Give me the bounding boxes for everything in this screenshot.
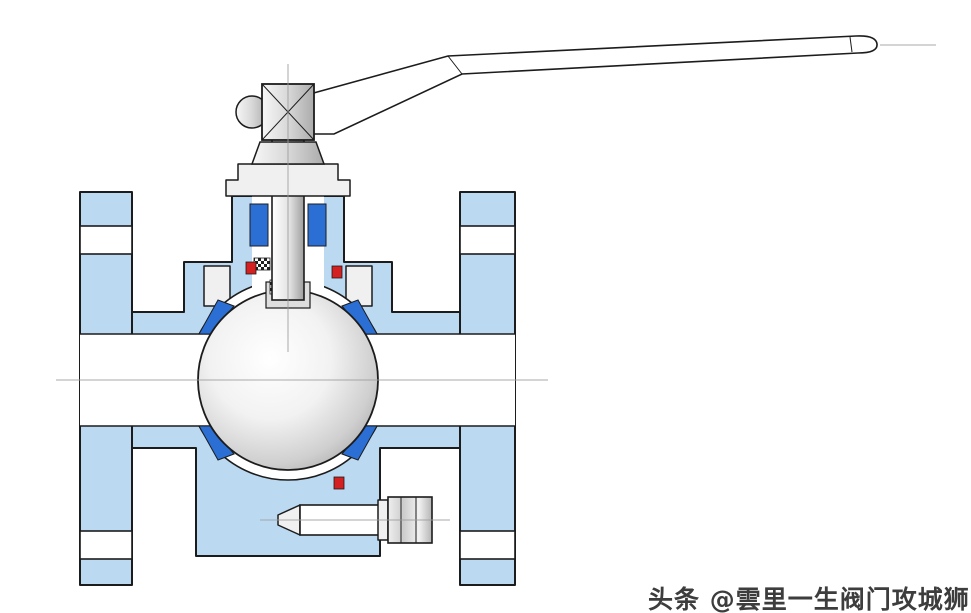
handle-bend-line — [447, 55, 463, 75]
centerlines — [56, 44, 936, 521]
body-seal-bottom — [333, 476, 345, 490]
packing-ring-left — [249, 203, 269, 247]
stem-seal-left — [245, 261, 257, 275]
seat-rings — [198, 299, 378, 461]
seat-left-top — [198, 299, 235, 335]
bonnet-stud-left — [203, 265, 231, 307]
right-flange-bolt-hole-bottom — [459, 530, 516, 560]
left-flange-bolt-hole-bottom — [79, 530, 133, 560]
lever-handle — [309, 35, 878, 135]
o-ring-seals — [245, 261, 345, 490]
bore-walls — [80, 333, 515, 427]
bonnet-stud-right — [345, 265, 373, 307]
seat-left-bottom — [198, 425, 235, 461]
watermark-text: 头条 @雲里一生阀门攻城狮 — [648, 585, 970, 613]
handle-bar — [309, 35, 878, 135]
handle-end-line — [849, 36, 853, 53]
stem-seal-right — [331, 265, 343, 279]
right-flange-bolt-hole-top — [459, 225, 516, 255]
seat-right-top — [341, 299, 378, 335]
packing-ring-right — [307, 203, 327, 247]
left-flange-bolt-hole-top — [79, 225, 133, 255]
seat-right-bottom — [341, 425, 378, 461]
